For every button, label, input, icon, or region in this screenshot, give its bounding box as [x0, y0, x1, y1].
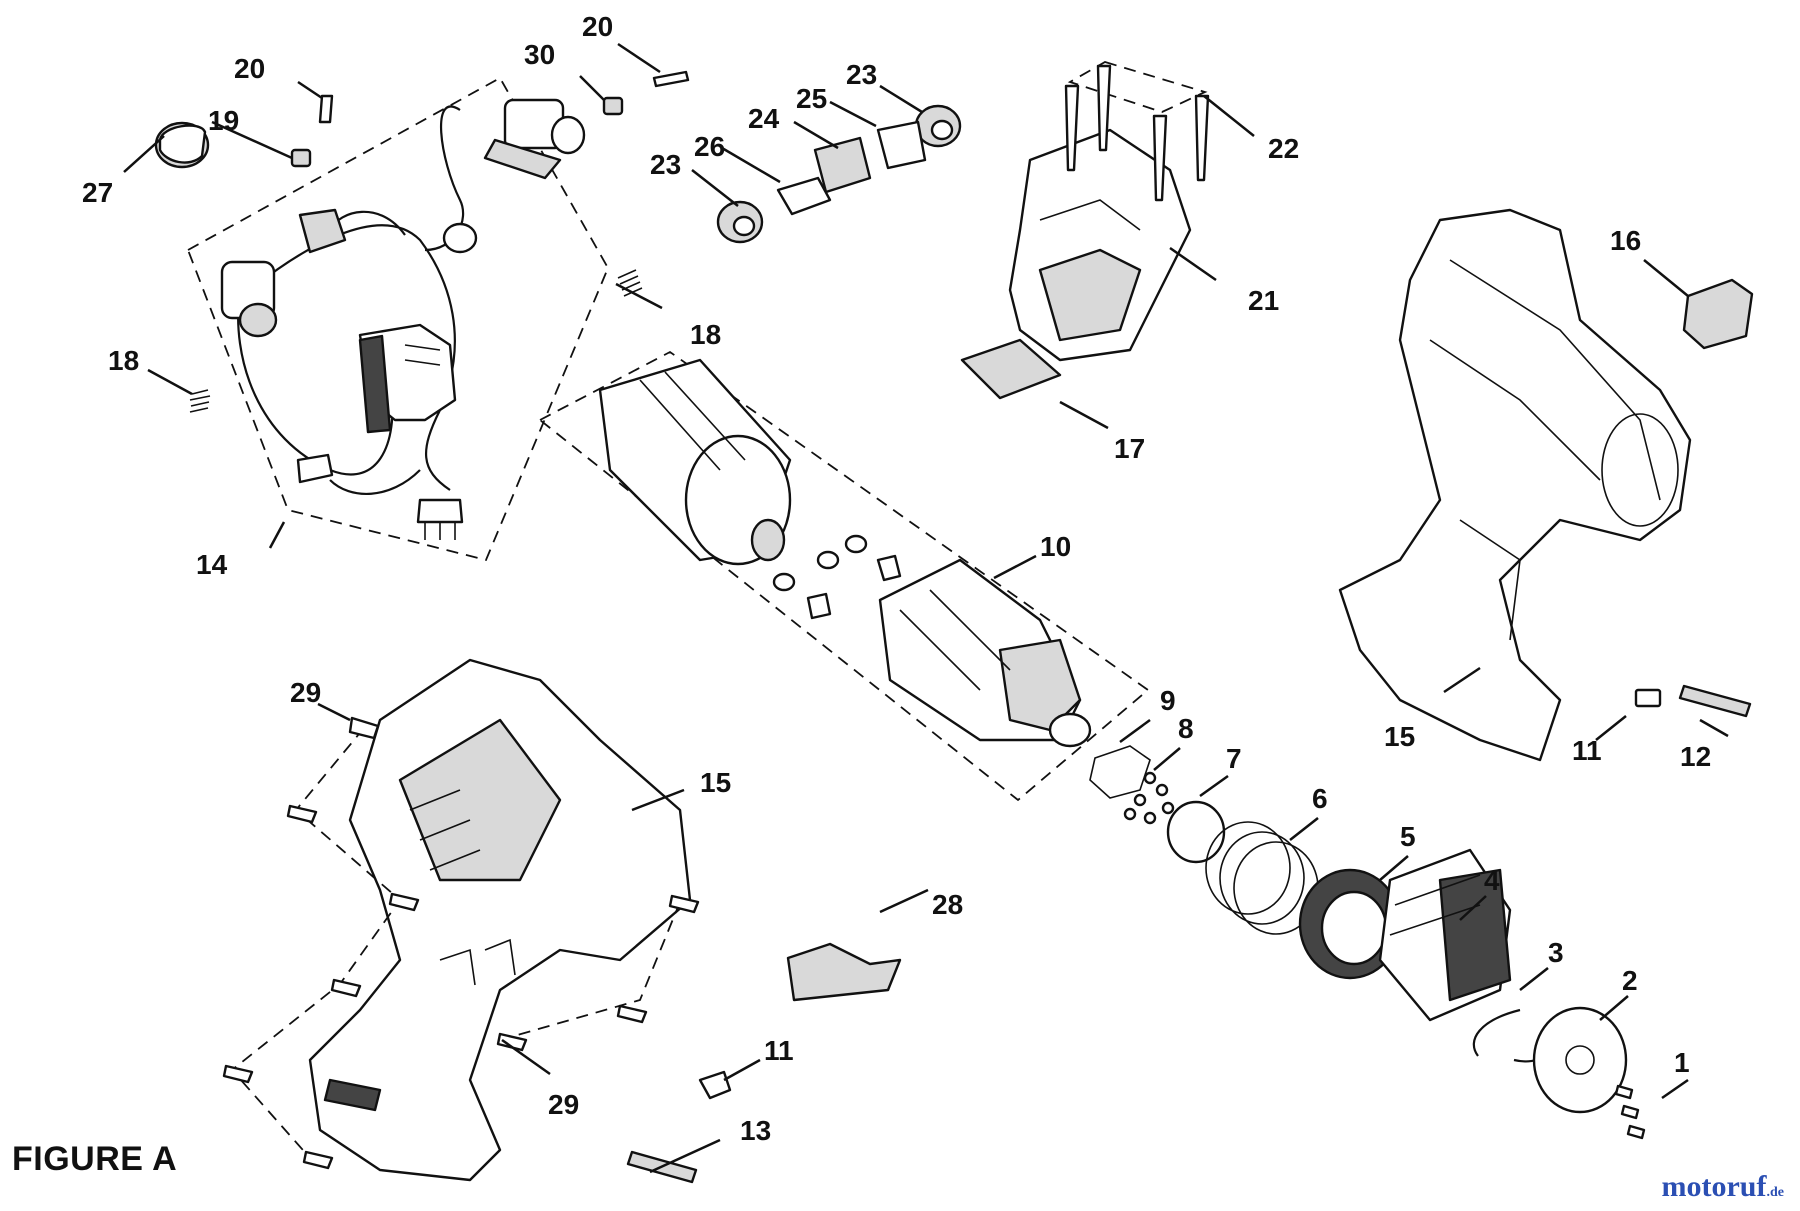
part-2-end-plate — [1532, 1006, 1628, 1114]
callout-10: 10 — [1040, 531, 1071, 562]
part-28-label — [786, 942, 902, 1002]
part-9-plate — [1089, 745, 1151, 799]
pin-2 — [806, 592, 832, 620]
callout-23-right: 23 — [846, 59, 877, 90]
part-11-clip-right — [1634, 688, 1662, 708]
part-4-clutch-collar — [1378, 848, 1512, 1022]
callout-17: 17 — [1114, 433, 1145, 464]
callout-6: 6 — [1312, 783, 1328, 814]
callout-8: 8 — [1178, 713, 1194, 744]
callout-3: 3 — [1548, 937, 1564, 968]
part-8-balls — [1123, 771, 1175, 825]
callout-23-left: 23 — [650, 149, 681, 180]
washer-1 — [844, 534, 868, 554]
part-29-screws — [222, 716, 700, 1170]
part-17-circuit-board — [960, 338, 1062, 400]
callout-labels: 1 2 3 4 5 6 7 8 9 10 11 12 13 14 15 15 1… — [82, 11, 1711, 1146]
part-15-housing-right — [1338, 208, 1692, 762]
motor — [598, 358, 792, 566]
part-16-badge — [1682, 278, 1754, 350]
part-20-pin-left — [318, 94, 334, 124]
callout-14: 14 — [196, 549, 228, 580]
callout-18-left: 18 — [108, 345, 139, 376]
callout-11-right: 11 — [1572, 735, 1602, 766]
part-1-screws — [1614, 1084, 1646, 1140]
callout-29-top: 29 — [290, 677, 321, 708]
callout-4: 4 — [1484, 865, 1500, 896]
watermark-name: motoruf — [1661, 1170, 1767, 1203]
part-23-nut-right — [914, 104, 962, 148]
callout-15-left: 15 — [700, 767, 731, 798]
part-5-nut-ring — [1298, 868, 1402, 980]
motor-assembly-group-outline — [538, 350, 1150, 802]
pin-1 — [876, 554, 902, 582]
part-18-spring-right — [617, 269, 643, 297]
part-20-pin-top — [652, 70, 690, 88]
part-24-block — [813, 136, 872, 194]
part-15-housing-left — [308, 658, 692, 1182]
part-19-nut — [290, 148, 312, 168]
callout-26: 26 — [694, 131, 725, 162]
callout-7: 7 — [1226, 743, 1242, 774]
part-25-clip — [876, 120, 927, 170]
callout-24: 24 — [748, 103, 780, 134]
callout-9: 9 — [1160, 685, 1176, 716]
callout-22: 22 — [1268, 133, 1299, 164]
watermark-logo: motoruf.de — [1662, 1170, 1784, 1204]
part-18-spring-left — [189, 389, 211, 413]
callout-5: 5 — [1400, 821, 1416, 852]
part-7-ring — [1166, 800, 1226, 864]
callout-18-right: 18 — [690, 319, 721, 350]
callout-29-bottom: 29 — [548, 1089, 579, 1120]
callout-25: 25 — [796, 83, 827, 114]
callout-13: 13 — [740, 1115, 771, 1146]
callout-19: 19 — [208, 105, 239, 136]
callout-12: 12 — [1680, 741, 1711, 772]
callout-11-left: 11 — [764, 1035, 794, 1066]
part-21-top-cover — [1008, 128, 1192, 362]
washer-2 — [816, 550, 840, 570]
part-30-nut — [602, 96, 624, 116]
part-27-cap — [154, 121, 210, 169]
leader-lines — [123, 42, 1729, 1174]
callout-27: 27 — [82, 177, 113, 208]
callout-16: 16 — [1610, 225, 1641, 256]
callout-1: 1 — [1674, 1047, 1690, 1078]
switch-wiring-harness — [220, 98, 586, 540]
part-26-bracket — [776, 176, 832, 216]
callout-21: 21 — [1248, 285, 1279, 316]
callout-15-right: 15 — [1384, 721, 1415, 752]
switch-assembly-group-outline — [186, 76, 610, 562]
part-23-nut-left — [716, 200, 764, 244]
part-11-clip-left — [698, 1070, 732, 1100]
gearbox — [878, 558, 1092, 748]
callout-20-top: 20 — [582, 11, 613, 42]
watermark-tld: .de — [1766, 1185, 1785, 1200]
figure-title: FIGURE A — [12, 1140, 178, 1178]
washer-3 — [772, 572, 796, 592]
callout-30: 30 — [524, 39, 555, 70]
callout-2: 2 — [1622, 965, 1638, 996]
callout-28: 28 — [932, 889, 963, 920]
part-12-plate — [1678, 684, 1752, 718]
callout-20-left: 20 — [234, 53, 265, 84]
